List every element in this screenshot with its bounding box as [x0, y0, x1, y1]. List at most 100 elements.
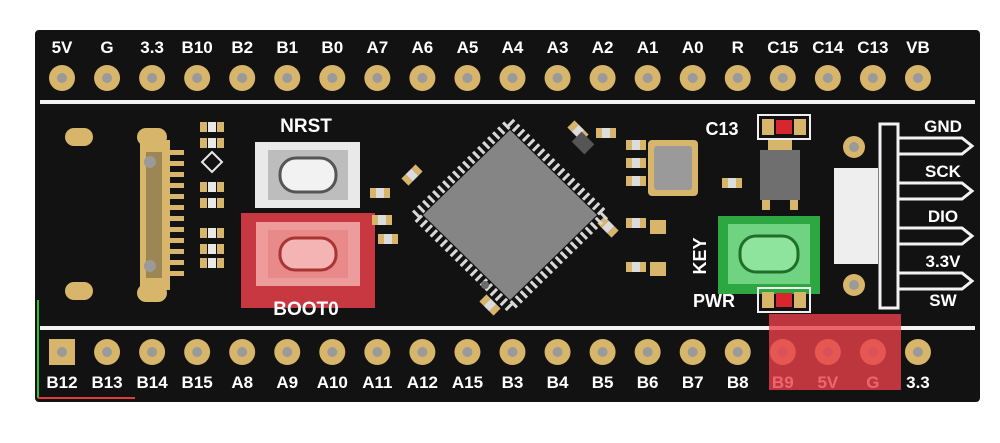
- top-pin-label: 5V: [52, 38, 73, 57]
- bottom-pin-hole: [57, 347, 67, 357]
- smd-part: [372, 215, 392, 225]
- usb-finger: [170, 150, 184, 155]
- smd-body: [632, 158, 640, 168]
- bottom-pin-hole: [462, 347, 473, 357]
- usb-finger: [170, 249, 184, 254]
- smd-pad: [626, 176, 632, 186]
- bottom-pin-label: B4: [547, 373, 569, 392]
- bottom-pin-hole: [597, 347, 608, 357]
- swd-label: SCK: [925, 162, 962, 181]
- bottom-pin-label: B8: [727, 373, 749, 392]
- top-pin-label: C14: [812, 38, 844, 57]
- top-pin-hole: [57, 73, 67, 83]
- pwr-led-die: [776, 293, 792, 307]
- smd-pad: [479, 294, 491, 306]
- smd-pad: [640, 158, 646, 168]
- smd-pad: [610, 128, 616, 138]
- key-label: KEY: [690, 237, 710, 274]
- smd-body: [208, 138, 216, 148]
- regulator-tab: [768, 138, 792, 150]
- bottom-pin-hole: [687, 347, 698, 357]
- smd-part: [626, 158, 646, 168]
- bottom-pin-label: A15: [452, 373, 483, 392]
- top-pin-hole: [417, 73, 428, 83]
- smd-part: [626, 262, 646, 272]
- swd-label: DIO: [928, 207, 958, 226]
- smd-pad: [372, 215, 378, 225]
- top-pin-hole: [192, 73, 203, 83]
- smd-pad: [217, 198, 224, 208]
- top-pin-hole: [732, 73, 743, 83]
- smd-body: [208, 122, 216, 132]
- top-pin-label: A2: [592, 38, 614, 57]
- smd-body: [208, 198, 216, 208]
- top-pin-hole: [282, 73, 293, 83]
- swd-label: SW: [929, 291, 957, 310]
- bottom-pin-label: B12: [46, 373, 77, 392]
- smd-pad: [200, 138, 207, 148]
- mcu-body: [423, 130, 597, 300]
- cap-pad: [650, 220, 666, 234]
- bottom-pin-label: B5: [592, 373, 614, 392]
- top-pin-hole: [507, 73, 518, 83]
- swd-arrow: [896, 181, 975, 201]
- smd-pad: [640, 140, 646, 150]
- boot0-button: BOOT0: [241, 213, 375, 320]
- smd-body: [601, 220, 615, 234]
- usb-body-dark: [146, 152, 162, 278]
- usb-hole-top: [144, 156, 156, 168]
- bottom-pin-hole: [147, 347, 158, 357]
- smd-pad: [626, 158, 632, 168]
- smd-pad: [596, 128, 602, 138]
- smd-pad: [217, 228, 224, 238]
- crystal-top: [654, 146, 692, 190]
- smd-pad: [722, 178, 728, 188]
- smd-pad: [384, 188, 390, 198]
- smd-body: [602, 128, 610, 138]
- usb-mount-pad-top: [65, 128, 93, 146]
- boot0-button-cap: [278, 236, 338, 272]
- c13-label: C13: [705, 119, 738, 139]
- usb-finger: [170, 205, 184, 210]
- mcu-pin1-marker: [481, 281, 489, 289]
- smd-body: [632, 262, 640, 272]
- bottom-pin-label: A11: [362, 373, 392, 392]
- smd-pad: [200, 198, 207, 208]
- top-pin-hole: [822, 73, 833, 83]
- smd-pad: [200, 182, 207, 192]
- top-pin-label: A0: [682, 38, 704, 57]
- swd-bracket: [878, 122, 900, 310]
- top-pin-label: A1: [637, 38, 659, 57]
- regulator-body: [760, 150, 800, 200]
- smd-body: [483, 298, 497, 312]
- c13-led-pad-b: [794, 119, 806, 135]
- left-smd-components: [200, 122, 224, 268]
- top-pin-hole: [327, 73, 338, 83]
- bottom-pin-label: A12: [407, 373, 438, 392]
- usb-pin-fingers: [170, 150, 184, 276]
- mcu-chip: [408, 115, 612, 315]
- smd-body: [208, 244, 216, 254]
- usb-mount-pad-bottom: [65, 282, 93, 300]
- key-button: KEY: [690, 216, 820, 294]
- c13-led-die: [776, 120, 792, 134]
- bottom-pin-label: A10: [317, 373, 348, 392]
- top-pin-hole: [867, 73, 878, 83]
- boot0-label: BOOT0: [273, 299, 338, 320]
- smd-pad: [489, 304, 501, 316]
- top-pin-label: C15: [767, 38, 798, 57]
- usb-finger: [170, 271, 184, 276]
- swd-arrow: [896, 226, 975, 246]
- smd-body: [208, 182, 216, 192]
- top-pin-label: B2: [231, 38, 253, 57]
- smd-body: [378, 215, 386, 225]
- pwr-led: PWR: [693, 287, 811, 313]
- smd-pad: [567, 120, 579, 132]
- swd-white-block: [834, 168, 878, 264]
- usb-finger: [170, 216, 184, 221]
- smd-body: [208, 258, 216, 268]
